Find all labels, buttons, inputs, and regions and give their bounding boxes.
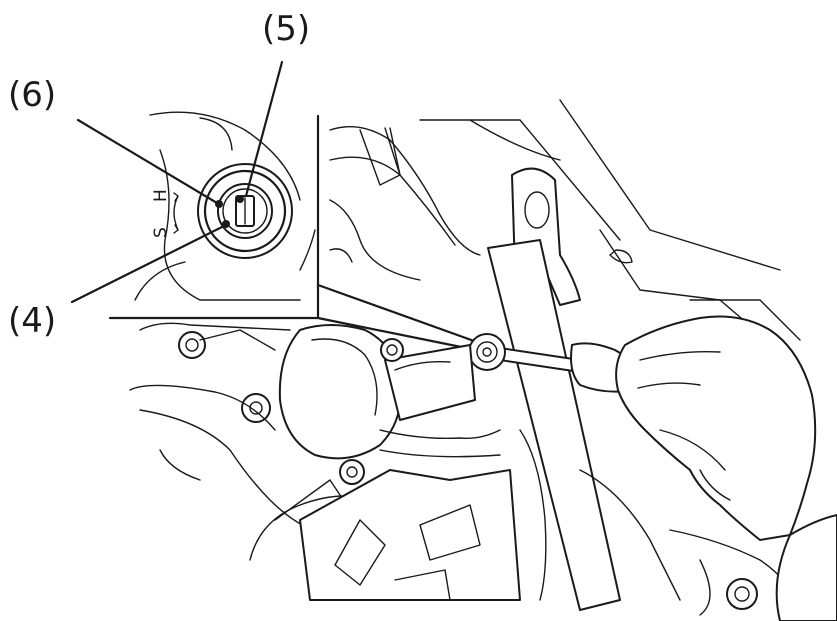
sprocket-cover: [299, 469, 521, 601]
leader-line-6: [76, 118, 219, 205]
leader-line-4: [70, 224, 226, 304]
callout-4: (4): [8, 301, 57, 341]
callout-5: (5): [262, 9, 311, 49]
sleeve: [775, 514, 837, 621]
callout-6: (6): [8, 75, 57, 115]
leader-line-5: [244, 60, 284, 198]
direction-arrow-icon: [173, 192, 179, 234]
tool-blade: [487, 239, 621, 611]
reference-mark-6: [215, 200, 223, 208]
carburetor-bowl: [278, 324, 402, 460]
carburetor-adjuster: [468, 333, 506, 371]
engine-body: [129, 99, 801, 616]
s-mark: S: [151, 227, 171, 238]
inset-detail-view: H S: [70, 60, 490, 354]
hand-illustration: [615, 315, 837, 621]
h-mark: H: [151, 189, 171, 202]
reference-mark-5: [236, 195, 244, 203]
